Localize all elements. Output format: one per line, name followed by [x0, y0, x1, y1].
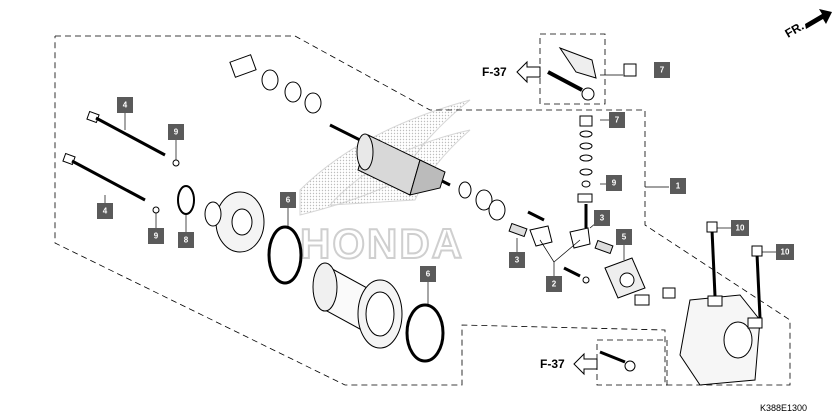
- washer-9-upper: [172, 159, 180, 167]
- callout-7a-label: 7: [660, 66, 665, 75]
- callout-3a: 3: [509, 252, 525, 268]
- assembly-boundary: [54, 33, 791, 386]
- front-label: FR.: [783, 19, 807, 41]
- bolt-10-right: [755, 253, 762, 319]
- callout-1: 1: [670, 178, 686, 194]
- callout-3b-label: 3: [600, 214, 605, 223]
- bolt-10-left: [710, 229, 717, 297]
- bolt-long-lower: [62, 152, 146, 202]
- starter-cable-top: [547, 46, 637, 101]
- callout-4b: 4: [97, 203, 113, 219]
- seal-square: [634, 294, 650, 306]
- seal-small: [662, 287, 676, 299]
- ref-bottom-arrow-icon: [573, 352, 598, 376]
- reference-bottom: F-37: [540, 352, 598, 376]
- armature: [329, 123, 451, 196]
- callout-5: 5: [616, 229, 632, 245]
- parts: [62, 46, 763, 386]
- reference-top: F-37: [482, 60, 541, 84]
- spring-3-left: [508, 222, 528, 238]
- callout-7b-label: 7: [615, 116, 620, 125]
- callout-10b-label: 10: [781, 248, 790, 257]
- thrust-washers-top: [229, 54, 322, 114]
- front-direction-indicator: FR.: [783, 9, 832, 41]
- callout-3b: 3: [594, 210, 610, 226]
- washer-small: [582, 276, 590, 284]
- callout-9a: 9: [168, 124, 184, 140]
- callout-layer: 1 2 3 3 4 4 5 6 6 7 7 8 9 9 9 10 10: [97, 62, 794, 292]
- brush-2-right: [569, 227, 591, 249]
- callout-10a-label: 10: [736, 224, 745, 233]
- ref-top-label: F-37: [482, 65, 507, 79]
- front-arrow-icon: [805, 9, 832, 29]
- callout-1-label: 1: [676, 182, 681, 191]
- thrust-washers-rear: [458, 181, 506, 221]
- callout-6b: 6: [420, 266, 436, 282]
- screw-lower: [563, 266, 581, 278]
- callout-7b: 7: [609, 112, 625, 128]
- callout-5-label: 5: [622, 233, 627, 242]
- callout-9b-label: 9: [154, 232, 159, 241]
- callout-9a-label: 9: [174, 128, 179, 137]
- screw-upper: [527, 210, 545, 222]
- callout-10a: 10: [731, 220, 749, 236]
- bolt-long-upper: [86, 110, 166, 157]
- callout-8: 8: [178, 232, 194, 248]
- bolt-10-left-head: [706, 221, 718, 233]
- callout-6b-label: 6: [426, 270, 431, 279]
- callout-2-label: 2: [552, 280, 557, 289]
- callout-9b: 9: [148, 228, 164, 244]
- yoke-housing: [312, 262, 403, 349]
- brush-2-left: [529, 225, 553, 247]
- nut-7-top: [623, 63, 637, 77]
- rear-cover: [679, 294, 763, 386]
- terminal-stack: [577, 115, 593, 228]
- callout-9c: 9: [606, 175, 622, 191]
- callout-8-label: 8: [184, 236, 189, 245]
- bolt-10-right-head: [751, 245, 763, 257]
- callout-3a-label: 3: [515, 256, 520, 265]
- callout-4b-label: 4: [103, 207, 108, 216]
- ref-top-arrow-icon: [516, 60, 541, 84]
- o-ring-6-front: [267, 225, 303, 285]
- callout-4a: 4: [117, 97, 133, 113]
- o-ring-6-rear: [405, 303, 445, 363]
- callout-6a-label: 6: [286, 196, 291, 205]
- callout-6a: 6: [280, 192, 296, 208]
- spring-3-right: [594, 239, 614, 255]
- cable-bottom: [599, 350, 636, 372]
- front-cover: [204, 191, 265, 253]
- callout-4a-label: 4: [123, 101, 128, 110]
- watermark-text: HONDA: [300, 220, 464, 267]
- callout-10b: 10: [776, 244, 794, 260]
- brush-holder-5: [604, 257, 646, 299]
- washer-9-lower: [152, 206, 160, 214]
- callout-2: 2: [546, 276, 562, 292]
- o-ring-8: [177, 185, 195, 215]
- ref-bottom-label: F-37: [540, 357, 565, 371]
- figure-code: K388E1300: [760, 403, 807, 413]
- callout-7a: 7: [654, 62, 670, 78]
- callout-9c-label: 9: [612, 179, 617, 188]
